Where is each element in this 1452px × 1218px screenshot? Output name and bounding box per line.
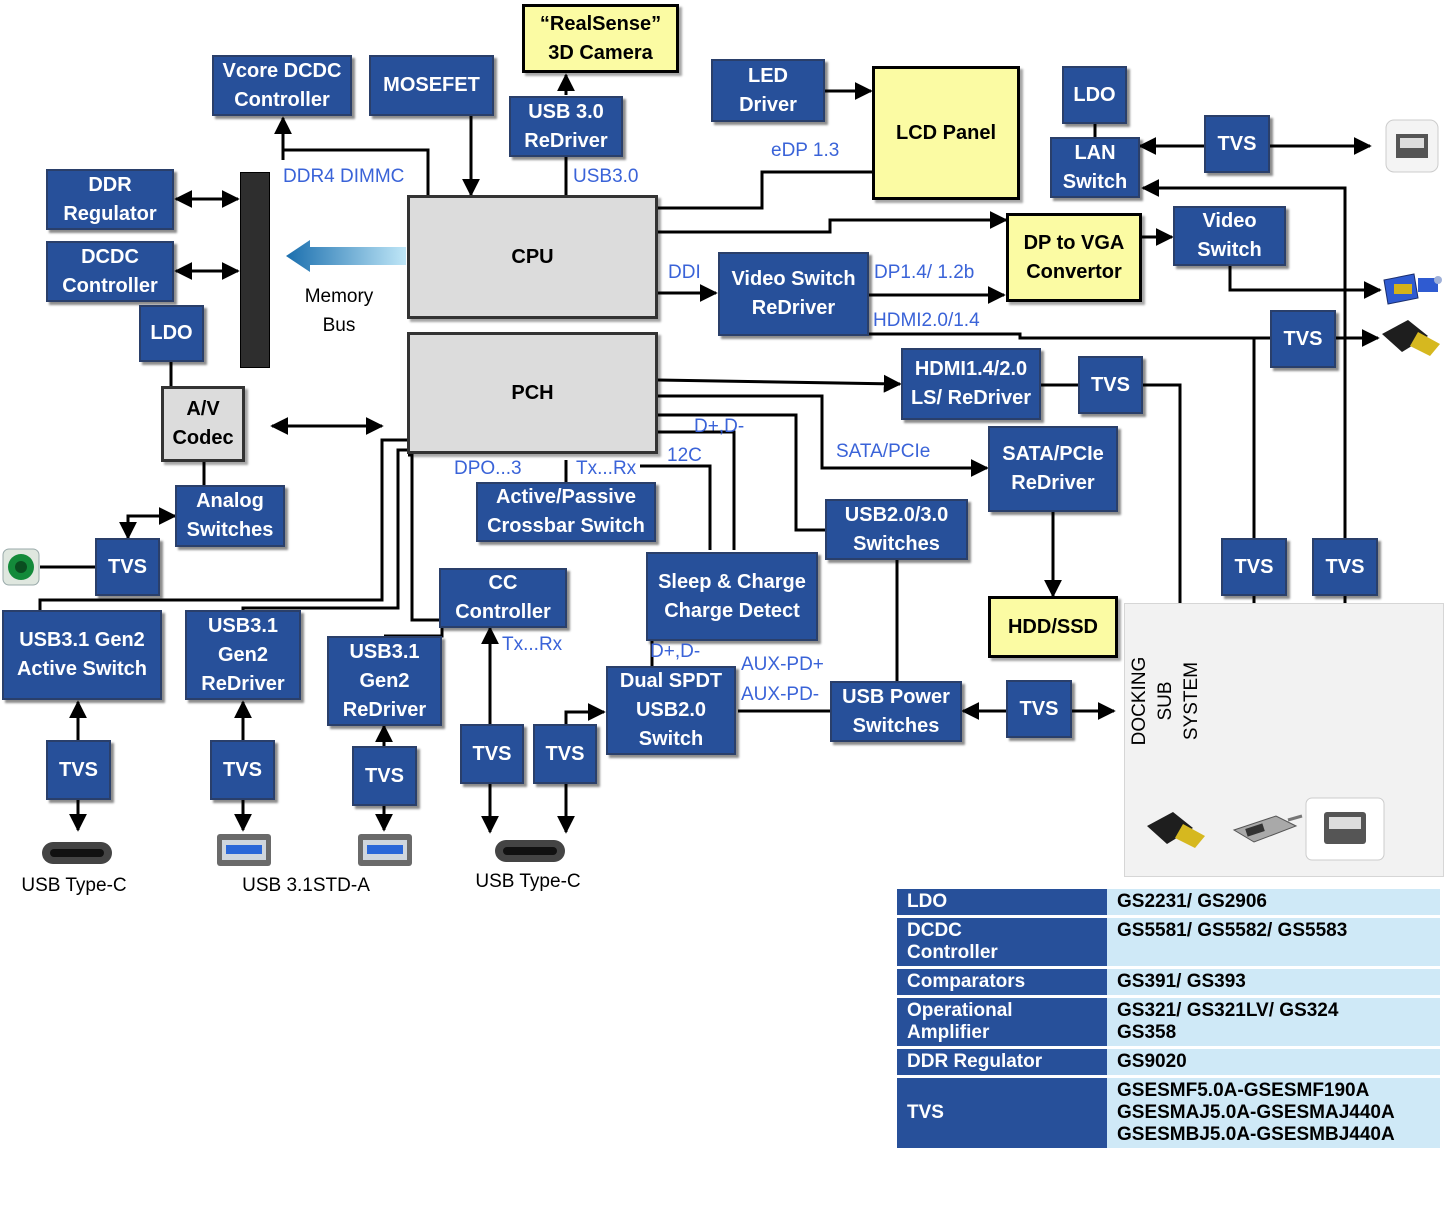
av-codec[interactable]: A/V Codec — [161, 386, 245, 462]
hdmi-ls-redriver[interactable]: HDMI1.4/2.0 LS/ ReDriver — [901, 348, 1041, 420]
label-dpo: DPO...3 — [454, 458, 522, 479]
analog-switches[interactable]: Analog Switches — [175, 485, 285, 547]
ddr4-memory-module — [240, 172, 270, 368]
mosefet-block[interactable]: MOSEFET — [369, 55, 494, 116]
label-i2c: 12C — [667, 445, 702, 466]
label-dpdm-1: D+,D- — [694, 416, 745, 437]
label-usb-type-c-2: USB Type-C — [475, 871, 581, 892]
audio-jack-icon — [2, 548, 40, 586]
label-edp: eDP 1.3 — [771, 140, 840, 161]
parts-table-key: DCDC Controller — [897, 918, 1107, 966]
displayport-connector-icon — [1232, 814, 1303, 843]
tvs-usbc-2b[interactable]: TVS — [533, 724, 597, 784]
docking-label: DOCKING SUB SYSTEM — [1129, 656, 1202, 746]
usb31-redriver-2[interactable]: USB3.1 Gen2 ReDriver — [327, 636, 442, 726]
usb-type-c-port-icon — [42, 842, 112, 864]
tvs-usba-2[interactable]: TVS — [352, 746, 417, 806]
lcd-panel[interactable]: LCD Panel — [872, 66, 1020, 200]
parts-table-key: DDR Regulator — [897, 1049, 1107, 1075]
tvs-hdmi[interactable]: TVS — [1270, 310, 1336, 368]
ddr-regulator[interactable]: DDR Regulator — [46, 169, 174, 230]
parts-table-value: GS2231/ GS2906 — [1107, 889, 1440, 915]
label-usb-type-c-1: USB Type-C — [21, 875, 127, 896]
dcdc-controller[interactable]: DCDC Controller — [46, 241, 174, 302]
label-ddr4-dimmc: DDR4 DIMMC — [283, 166, 405, 187]
parts-table-key: Comparators — [897, 969, 1107, 995]
rj45-port-icon — [1385, 119, 1439, 173]
usb31-redriver-1[interactable]: USB3.1 Gen2 ReDriver — [185, 610, 301, 700]
parts-table-value: GS321/ GS321LV/ GS324 GS358 — [1107, 998, 1440, 1046]
label-ddi: DDI — [668, 262, 701, 283]
usb-type-c-port-icon-2 — [495, 840, 565, 862]
crossbar-switch[interactable]: Active/Passive Crossbar Switch — [476, 482, 656, 542]
label-aux-pd-minus: AUX-PD- — [741, 684, 820, 705]
parts-table-key: TVS — [897, 1078, 1107, 1148]
pch-block[interactable]: PCH — [407, 332, 658, 454]
label-usb30: USB3.0 — [573, 166, 639, 187]
ldo-top[interactable]: LDO — [1062, 66, 1127, 124]
tvs-audio[interactable]: TVS — [95, 538, 160, 596]
parts-table-key: LDO — [897, 889, 1107, 915]
dp-to-vga-convertor[interactable]: DP to VGA Convertor — [1006, 213, 1142, 302]
tvs-usbc-2a[interactable]: TVS — [460, 724, 524, 784]
tvs-dock-2[interactable]: TVS — [1312, 538, 1378, 596]
vcore-dcdc-controller[interactable]: Vcore DCDC Controller — [212, 55, 352, 116]
usb31-active-switch[interactable]: USB3.1 Gen2 Active Switch — [2, 610, 162, 700]
tvs-usbc-1[interactable]: TVS — [46, 740, 111, 800]
label-usb31-std-a: USB 3.1STD-A — [242, 875, 370, 896]
led-driver[interactable]: LED Driver — [711, 59, 825, 122]
parts-table-value: GS5581/ GS5582/ GS5583 — [1107, 918, 1440, 966]
usb-a-port-icon — [217, 834, 271, 866]
parts-table-value: GS9020 — [1107, 1049, 1440, 1075]
cc-controller[interactable]: CC Controller — [439, 568, 567, 628]
lan-switch[interactable]: LAN Switch — [1050, 137, 1140, 198]
tvs-lan[interactable]: TVS — [1204, 115, 1270, 173]
sleep-charge-detect[interactable]: Sleep & Charge Charge Detect — [646, 552, 818, 641]
parts-table-key: Operational Amplifier — [897, 998, 1107, 1046]
video-switch[interactable]: Video Switch — [1173, 206, 1286, 266]
label-hdmi20: HDMI2.0/1.4 — [873, 310, 980, 331]
sata-pcie-redriver[interactable]: SATA/PCIe ReDriver — [988, 426, 1118, 512]
video-switch-redriver[interactable]: Video Switch ReDriver — [718, 252, 869, 336]
hdd-ssd[interactable]: HDD/SSD — [988, 596, 1118, 658]
usb-power-switches[interactable]: USB Power Switches — [830, 681, 962, 742]
memory-bus-arrow — [286, 240, 406, 272]
ldo-left[interactable]: LDO — [139, 305, 204, 362]
usb-switches[interactable]: USB2.0/3.0 Switches — [825, 499, 968, 560]
tvs-hdmi-ls[interactable]: TVS — [1078, 356, 1143, 414]
parts-table-value: GS391/ GS393 — [1107, 969, 1440, 995]
label-txrx-2: Tx...Rx — [502, 634, 563, 655]
tvs-usba-1[interactable]: TVS — [210, 740, 275, 800]
tvs-power[interactable]: TVS — [1006, 680, 1072, 738]
rj45-port-icon-dock — [1305, 797, 1385, 861]
label-aux-pd-plus: AUX-PD+ — [741, 654, 824, 675]
label-dp14: DP1.4/ 1.2b — [874, 262, 975, 283]
cpu-block[interactable]: CPU — [407, 195, 658, 319]
hdmi-connector-icon-dock — [1147, 812, 1205, 848]
parts-table-value: GSESMF5.0A-GSESMF190A GSESMAJ5.0A-GSESMA… — [1107, 1078, 1440, 1148]
vga-connector-icon — [1383, 273, 1442, 305]
dual-spdt-switch[interactable]: Dual SPDT USB2.0 Switch — [606, 666, 736, 755]
label-memory-bus: Memory Bus — [304, 286, 374, 336]
realsense-camera[interactable]: “RealSense” 3D Camera — [522, 4, 679, 73]
tvs-dock-1[interactable]: TVS — [1221, 538, 1287, 596]
label-sata-pcie: SATA/PCIe — [836, 441, 931, 462]
label-dpdm-2: D+,D- — [650, 641, 701, 662]
usb-a-port-icon-2 — [358, 834, 412, 866]
label-txrx-1: Tx...Rx — [576, 458, 637, 479]
usb30-redriver[interactable]: USB 3.0 ReDriver — [509, 96, 623, 157]
hdmi-connector-icon — [1382, 320, 1440, 356]
